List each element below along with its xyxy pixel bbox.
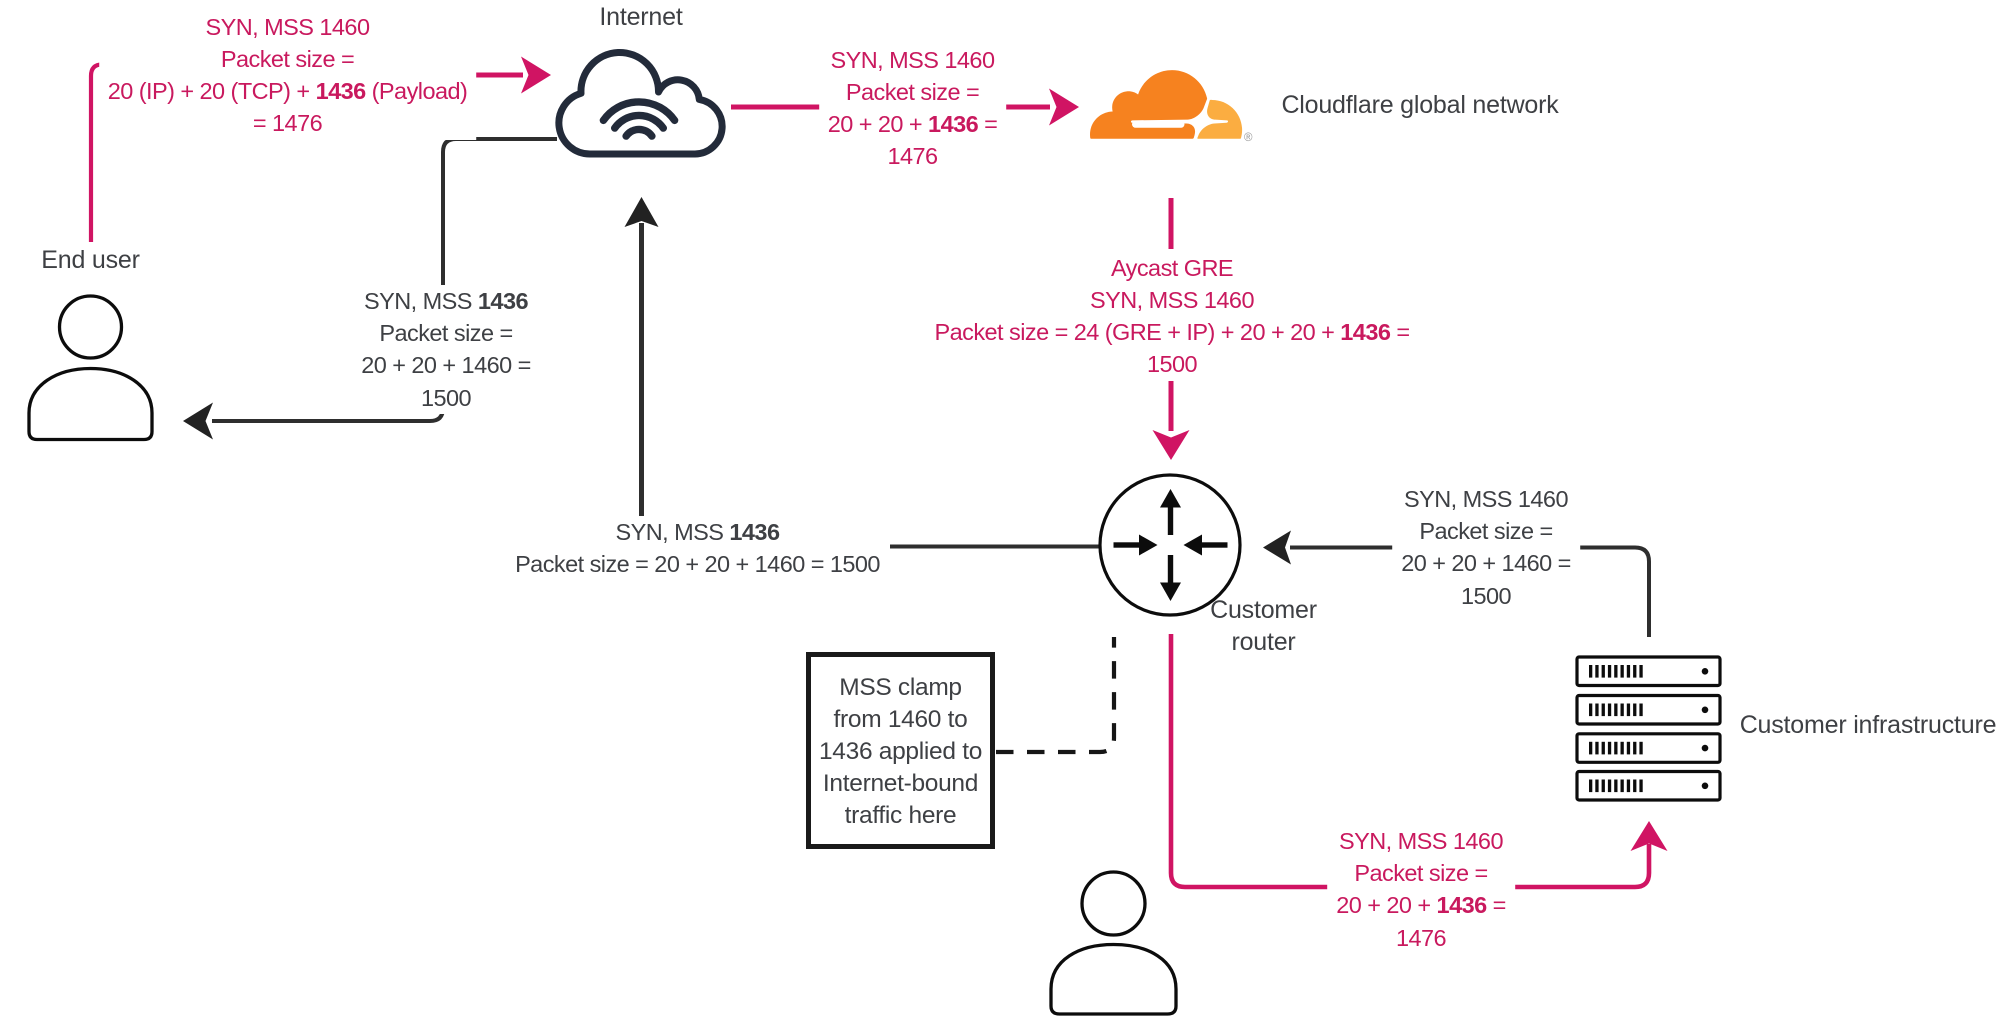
svg-text:®: ® [1244,132,1253,144]
